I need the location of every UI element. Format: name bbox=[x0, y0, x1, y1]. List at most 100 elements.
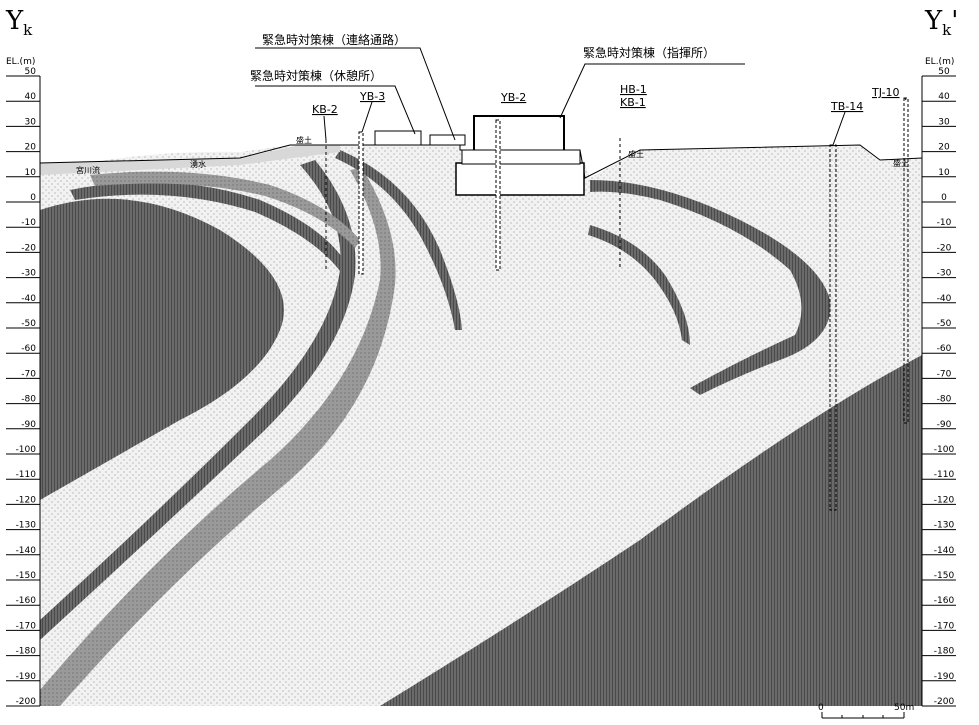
leader-liaison bbox=[255, 47, 456, 141]
left-axis-tick-label: -100 bbox=[16, 445, 37, 455]
liaison-passage bbox=[429, 134, 466, 146]
scale-zero: 0 bbox=[818, 703, 824, 713]
left-axis-tick-label: -190 bbox=[16, 672, 37, 682]
left-axis-tick-label: -60 bbox=[21, 344, 36, 354]
right-axis-tick-label: -120 bbox=[934, 495, 955, 505]
left-axis-tick-label: 30 bbox=[25, 117, 37, 127]
label-fill-right: 盛土 bbox=[628, 149, 644, 159]
right-axis-tick-label: -20 bbox=[937, 243, 952, 253]
right-axis-tick-label: -160 bbox=[934, 596, 955, 606]
section-title-right: Yk' bbox=[925, 6, 959, 40]
band-right-inner bbox=[588, 225, 690, 345]
left-axis-tick-label: -30 bbox=[21, 269, 36, 279]
label-rest: 緊急時対策棟（休憩所） bbox=[250, 68, 382, 83]
leader-yb-3 bbox=[361, 101, 373, 133]
left-axis-tick-label: -200 bbox=[16, 697, 37, 707]
right-axis-tick-label: -150 bbox=[934, 571, 955, 581]
label-river: 宮川流 bbox=[76, 165, 100, 175]
left-axis-tick-label: -80 bbox=[21, 395, 36, 405]
right-axis-tick-label: -50 bbox=[937, 319, 952, 329]
left-axis-tick-label: -140 bbox=[16, 546, 37, 556]
command-building-foundation bbox=[455, 162, 585, 196]
right-axis-tick-label: -40 bbox=[937, 294, 952, 304]
right-axis-tick-label: -180 bbox=[934, 647, 955, 657]
leader-command bbox=[559, 63, 745, 119]
borehole-label-hb-1: HB-1 bbox=[620, 83, 647, 96]
geology-layers bbox=[40, 145, 922, 706]
band-outer-left bbox=[40, 168, 396, 706]
borehole-yb-3 bbox=[358, 131, 364, 275]
right-axis-tick-label: 10 bbox=[938, 168, 950, 178]
borehole-label-yb-2: YB-2 bbox=[500, 91, 526, 104]
scale-max: 50m bbox=[894, 703, 914, 713]
left-axis-tick-label: -50 bbox=[21, 319, 36, 329]
dark-rock-right bbox=[380, 355, 922, 706]
axis-label-right: EL.(m) bbox=[925, 57, 954, 67]
leader-rest bbox=[255, 85, 416, 135]
right-axis-tick-label: -110 bbox=[934, 470, 955, 480]
right-axis-tick-label: 30 bbox=[938, 117, 950, 127]
surface-fill-left bbox=[40, 145, 340, 175]
right-axis-tick-label: 50 bbox=[938, 67, 950, 77]
leader-tb-14 bbox=[832, 111, 846, 146]
left-axis-tick-label: -160 bbox=[16, 596, 37, 606]
left-axis-tick-label: -120 bbox=[16, 495, 37, 505]
label-water: 湧水 bbox=[190, 159, 206, 169]
band-dark-left bbox=[40, 160, 356, 640]
section-title-left: Yk bbox=[6, 6, 33, 40]
label-fill-far-right: 盛土 bbox=[893, 158, 909, 168]
left-axis-tick-label: 10 bbox=[25, 168, 37, 178]
left-axis-tick-label: 50 bbox=[25, 67, 37, 77]
left-axis-tick-label: -90 bbox=[21, 420, 36, 430]
left-axis-tick-label: -110 bbox=[16, 470, 37, 480]
right-axis-tick-label: -60 bbox=[937, 344, 952, 354]
left-axis-tick-label: -70 bbox=[21, 369, 36, 379]
label-liaison: 緊急時対策棟（連絡通路） bbox=[262, 32, 406, 47]
right-elevation-axis: 50 40 30 20 10 0 -10 -20 -30 -40 -50 -60 -70 -80 -90 -1… bbox=[921, 67, 956, 707]
left-axis-tick-label: -10 bbox=[21, 218, 36, 228]
right-axis-tick-label: -190 bbox=[934, 672, 955, 682]
scale-bar: 0 50m bbox=[818, 703, 914, 719]
borehole-label-kb-2: KB-2 bbox=[312, 103, 338, 116]
right-axis-tick-label: 40 bbox=[938, 92, 950, 102]
band-thin-left-1 bbox=[70, 182, 350, 278]
right-axis-tick-label: -30 bbox=[937, 269, 952, 279]
left-elevation-axis: 50 40 30 20 10 0 -10 -20 -30 -40 -50 -60 -70 -80 -90 -1… bbox=[6, 67, 41, 707]
left-axis-tick-label: -130 bbox=[16, 521, 37, 531]
right-axis-tick-label: -10 bbox=[937, 218, 952, 228]
left-axis-tick-label: 40 bbox=[25, 92, 37, 102]
command-building bbox=[473, 115, 565, 153]
command-building-base bbox=[461, 149, 581, 165]
borehole-yb-2 bbox=[495, 119, 501, 271]
left-axis-tick-label: 0 bbox=[30, 193, 36, 203]
borehole-label-tj-10: TJ-10 bbox=[871, 86, 900, 99]
borehole-tj-10 bbox=[903, 97, 909, 424]
right-axis-tick-label: -170 bbox=[934, 621, 955, 631]
borehole-label-kb-1: KB-1 bbox=[620, 96, 646, 109]
right-axis-tick-label: 0 bbox=[941, 193, 947, 203]
label-fill-left: 盛土 bbox=[296, 135, 312, 145]
left-axis-tick-label: -40 bbox=[21, 294, 36, 304]
label-command: 緊急時対策棟（指揮所） bbox=[583, 45, 715, 60]
left-axis-tick-label: -150 bbox=[16, 571, 37, 581]
right-axis-tick-label: -200 bbox=[934, 697, 955, 707]
right-axis-tick-label: 20 bbox=[938, 143, 950, 153]
right-axis-tick-label: -80 bbox=[937, 395, 952, 405]
leader-kb-2 bbox=[323, 115, 327, 141]
right-axis-tick-label: -90 bbox=[937, 420, 952, 430]
axis-label-left: EL.(m) bbox=[6, 57, 35, 67]
leader-tj-10 bbox=[904, 97, 907, 101]
right-axis-tick-label: -140 bbox=[934, 546, 955, 556]
rest-building bbox=[374, 130, 422, 146]
borehole-label-yb-3: YB-3 bbox=[359, 90, 385, 103]
right-axis-tick-label: -100 bbox=[934, 445, 955, 455]
left-axis-tick-label: -20 bbox=[21, 243, 36, 253]
borehole-label-tb-14: TB-14 bbox=[830, 100, 863, 113]
right-axis-tick-label: -130 bbox=[934, 521, 955, 531]
left-axis-tick-label: -180 bbox=[16, 647, 37, 657]
right-axis-tick-label: -70 bbox=[937, 369, 952, 379]
band-thin-left-2 bbox=[90, 171, 360, 248]
left-axis-tick-label: -170 bbox=[16, 621, 37, 631]
left-axis-tick-label: 20 bbox=[25, 143, 37, 153]
